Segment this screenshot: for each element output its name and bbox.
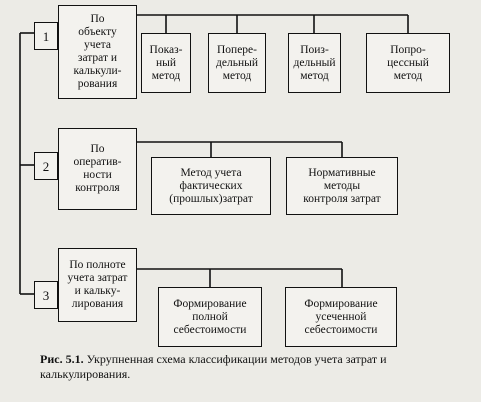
caption-text: Укрупненная схема классификации методов … (40, 352, 387, 381)
row3-number: 3 (34, 281, 58, 309)
row3-category: По полноте учета затрат и кальку- лирова… (58, 248, 137, 322)
row3-method-1: Формирование полной себестоимости (158, 287, 262, 347)
row1-method-1: Показ- ный метод (141, 33, 191, 93)
row2-method-1: Метод учета фактических (прошлых)затрат (151, 157, 271, 215)
row1-category: По объекту учета затрат и калькули- рова… (58, 5, 137, 99)
row2-method-2: Нормативные методы контроля затрат (286, 157, 398, 215)
row1-number: 1 (34, 22, 58, 50)
caption-label: Рис. 5.1. (40, 352, 84, 366)
row3-method-2: Формирование усеченной себестоимости (285, 287, 397, 347)
figure-caption: Рис. 5.1. Укрупненная схема классификаци… (40, 352, 460, 382)
row1-method-2: Попере- дельный метод (208, 33, 266, 93)
row1-method-4: Попро- цессный метод (366, 33, 450, 93)
row2-number: 2 (34, 152, 58, 180)
row1-method-3: Поиз- дельный метод (288, 33, 341, 93)
row2-category: По оператив- ности контроля (58, 128, 137, 210)
